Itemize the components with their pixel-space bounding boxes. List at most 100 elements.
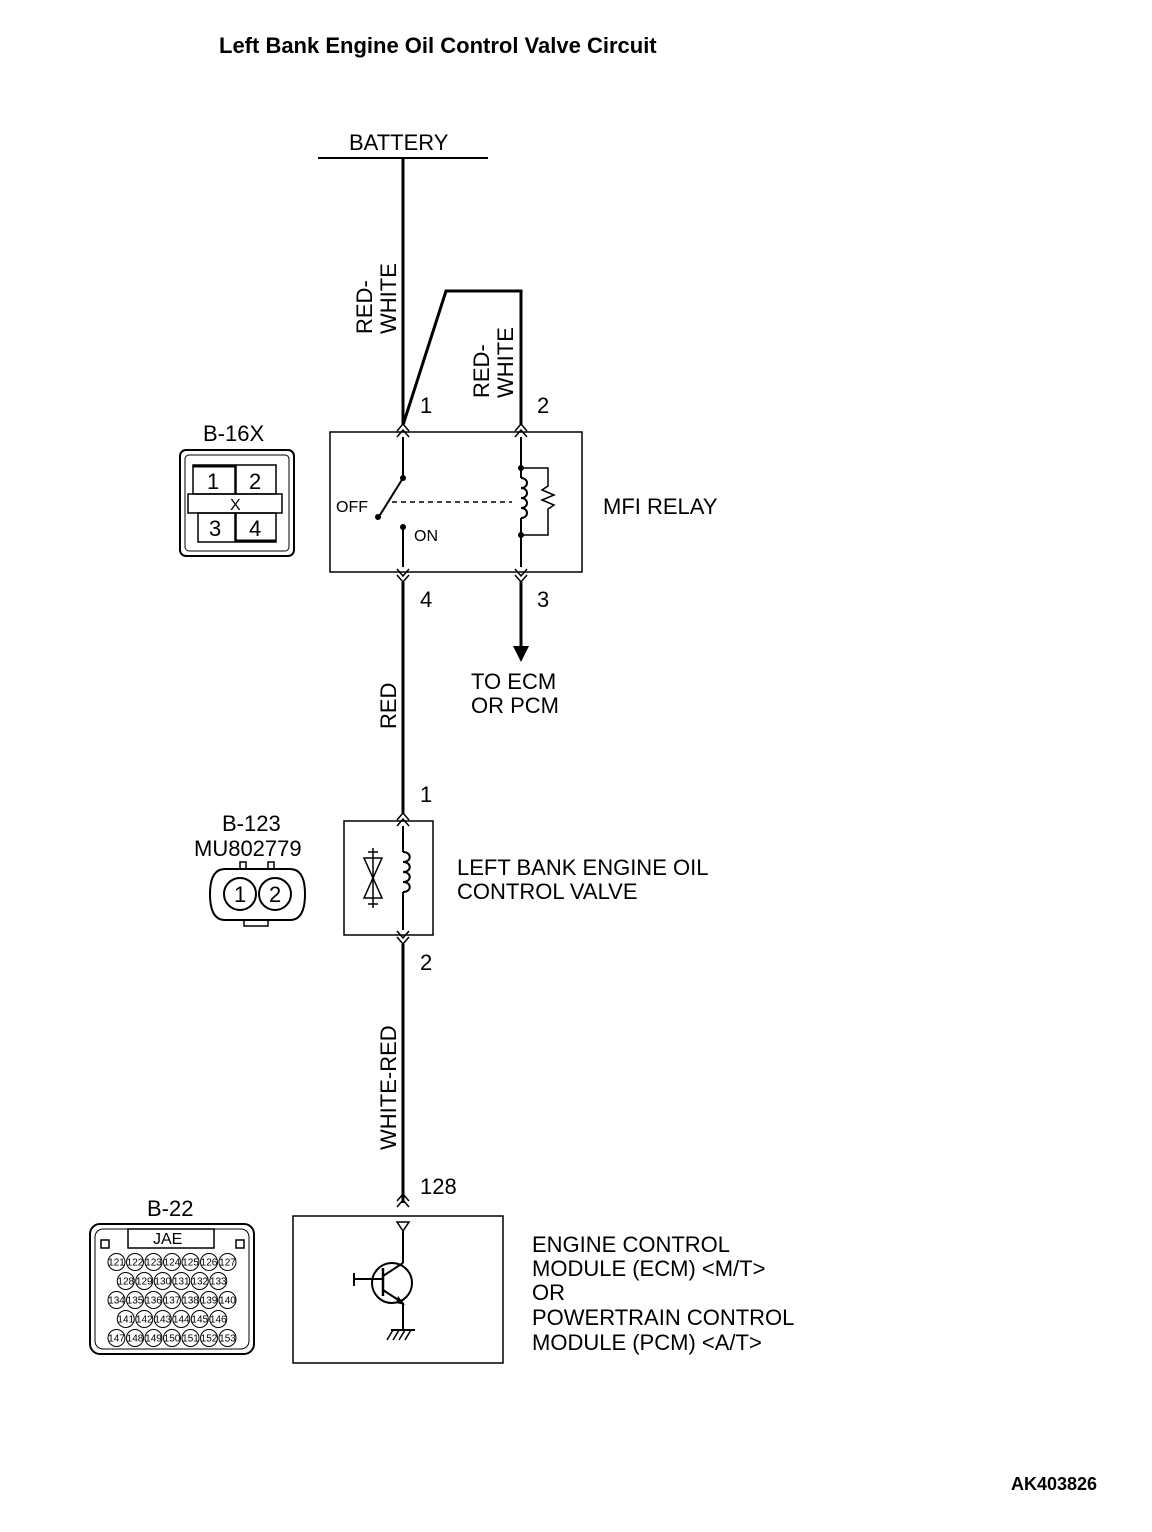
ecm-connector-pin-label: 144 — [173, 1315, 190, 1326]
relay-pin1-terminal-icon — [396, 422, 410, 438]
svg-text:RED: RED — [376, 683, 401, 729]
ecm-connector-pin — [153, 1310, 172, 1328]
relay-coil-icon — [520, 477, 528, 519]
ecm-connector-pin-label: 140 — [219, 1296, 236, 1307]
ecm-connector-pin-label: 124 — [164, 1258, 181, 1269]
valve-coil-icon — [402, 851, 411, 893]
ecm-connector-pin — [126, 1253, 144, 1271]
wire-label-red: RED — [376, 683, 401, 729]
ecm-connector-pin — [116, 1310, 135, 1328]
relay-connector-pin-3: 3 — [209, 516, 221, 541]
relay-switch-blade — [379, 477, 404, 516]
relay-off-label: OFF — [336, 499, 368, 516]
ecm-connector-pin — [200, 1253, 218, 1271]
arrow-down-icon — [513, 646, 529, 662]
ecm-connector-pin-label: 143 — [154, 1315, 171, 1326]
ecm-label-1: ENGINE CONTROL — [532, 1232, 730, 1257]
ecm-connector-pin-label: 146 — [210, 1315, 227, 1326]
valve-symbol-icon — [362, 848, 384, 908]
relay-pin-4: 4 — [420, 587, 432, 612]
diagram-title: Left Bank Engine Oil Control Valve Circu… — [219, 33, 657, 58]
ecm-connector-pin — [107, 1253, 126, 1271]
wire-label-white-red: WHITE-RED — [376, 1025, 401, 1150]
valve-connector-id: B-123 — [222, 811, 281, 836]
ecm-connector-pin-label: 134 — [108, 1296, 125, 1307]
valve-label-2: CONTROL VALVE — [457, 879, 638, 904]
svg-text:WHITE: WHITE — [493, 327, 518, 398]
ecm-connector-pin — [218, 1329, 237, 1347]
to-ecm-label-1: TO ECM — [471, 669, 556, 694]
ecm-connector-pin — [200, 1329, 218, 1347]
ecm-label-5: MODULE (PCM) <A/T> — [532, 1330, 762, 1355]
relay-connector-id: B-16X — [203, 421, 264, 446]
ecm-connector-pin-label: 141 — [117, 1315, 134, 1326]
ecm-connector-pin — [135, 1272, 154, 1290]
ecm-connector-pin — [144, 1291, 163, 1309]
ecm-connector-pin — [126, 1291, 144, 1309]
ecm-connector-pin-label: 142 — [136, 1315, 153, 1326]
valve-connector-pin-2: 2 — [269, 882, 281, 907]
wire-label-red-white-main: RED- WHITE — [352, 263, 401, 334]
ecm-connector-pin-label: 135 — [127, 1296, 144, 1307]
ecm-connector-pin — [163, 1329, 181, 1347]
ecm-connector-pin — [153, 1272, 172, 1290]
ecm-connector-pin-label: 123 — [145, 1258, 162, 1269]
ecm-label-4: POWERTRAIN CONTROL — [532, 1305, 794, 1330]
ecm-connector-pin-label: 125 — [182, 1258, 199, 1269]
ecm-pin-128: 128 — [420, 1174, 457, 1199]
valve-pin2-terminal-icon — [396, 930, 410, 946]
svg-text:RED-: RED- — [469, 344, 494, 398]
transistor-icon — [353, 1221, 413, 1330]
relay-contact-off — [375, 514, 381, 520]
relay-pin-2: 2 — [537, 393, 549, 418]
relay-pin-1: 1 — [420, 393, 432, 418]
wire-label-red-white-coil: RED- WHITE — [469, 327, 518, 398]
ecm-connector-pin — [144, 1329, 163, 1347]
svg-text:WHITE-RED: WHITE-RED — [376, 1025, 401, 1150]
valve-connector-outline — [208, 868, 307, 921]
ecm-connector-pin — [107, 1291, 126, 1309]
relay-connector-outline — [179, 449, 295, 557]
svg-text:WHITE: WHITE — [376, 263, 401, 334]
ecm-connector-pin-label: 131 — [173, 1277, 190, 1288]
ecm-connector-pin-label: 137 — [164, 1296, 181, 1307]
ecm-connector-pin-label: 136 — [145, 1296, 162, 1307]
ecm-connector-pin — [209, 1272, 228, 1290]
relay-pin3-terminal-icon — [514, 568, 528, 584]
ecm-connector-maker: JAE — [153, 1231, 182, 1248]
ecm-connector-pin-label: 127 — [219, 1258, 236, 1269]
ecm-connector-pin — [107, 1329, 126, 1347]
ground-icon — [386, 1329, 415, 1341]
ecm-pin-terminal-icon — [396, 1192, 410, 1208]
valve-pin-2: 2 — [420, 950, 432, 975]
ecm-box — [292, 1215, 504, 1364]
mfi-relay-box — [329, 431, 583, 573]
ecm-connector-pin-label: 133 — [210, 1277, 227, 1288]
ecm-connector-pin — [172, 1310, 191, 1328]
ecm-connector-pin — [190, 1272, 209, 1290]
ecm-connector-pin — [181, 1329, 200, 1347]
relay-resistor-icon — [521, 467, 556, 536]
relay-pin-3: 3 — [537, 587, 549, 612]
ecm-connector-pin — [172, 1272, 191, 1290]
ecm-connector-pin — [163, 1253, 181, 1271]
valve-pin1-terminal-icon — [396, 811, 410, 827]
ecm-connector-pin-label: 122 — [127, 1258, 144, 1269]
ecm-connector-outline — [89, 1223, 255, 1355]
relay-on-label: ON — [414, 528, 438, 545]
valve-label-1: LEFT BANK ENGINE OIL — [457, 855, 708, 880]
ecm-connector-pin — [163, 1291, 181, 1309]
ecm-connector-pin-label: 152 — [201, 1334, 218, 1345]
ecm-connector-pin-label: 148 — [127, 1334, 144, 1345]
ecm-connector-pin — [190, 1310, 209, 1328]
ecm-connector-pin — [144, 1253, 163, 1271]
ecm-connector-pin — [209, 1310, 228, 1328]
ecm-connector-pin — [218, 1253, 237, 1271]
relay-connector-pin-2: 2 — [249, 469, 261, 494]
ecm-connector-pin-label: 153 — [219, 1334, 236, 1345]
ecm-connector-pin — [181, 1253, 200, 1271]
ecm-connector-pin — [181, 1291, 200, 1309]
ecm-label-2: MODULE (ECM) <M/T> — [532, 1256, 765, 1281]
